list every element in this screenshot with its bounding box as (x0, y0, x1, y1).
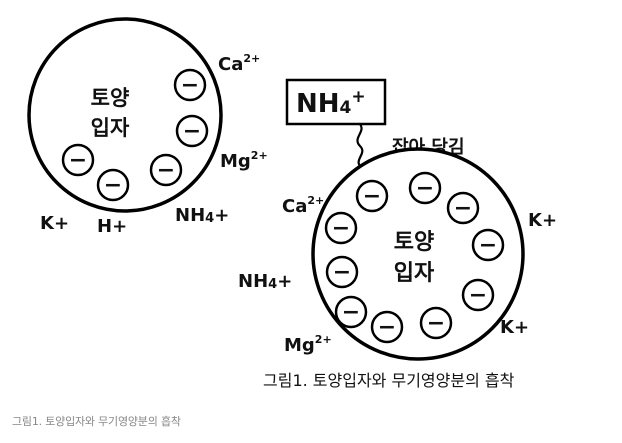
neg-charge: − (325, 255, 359, 289)
figure-caption: 그림1. 토양입자와 무기영양분의 흡착 (263, 371, 515, 390)
svg-text:−: − (469, 283, 487, 308)
svg-text:−: − (427, 311, 445, 336)
neg-charge: − (419, 306, 453, 340)
neg-charge: − (408, 171, 442, 205)
neg-charge: − (471, 228, 505, 262)
particle-right-label-line1: 토양 (394, 230, 434, 255)
svg-text:−: − (104, 173, 122, 198)
caption-below-image: 그림1. 토양입자와 무기영양분의 흡착 (12, 415, 181, 428)
ion-mg-right: Mg2+ (284, 333, 332, 356)
ion-ca-right: Ca2+ (282, 194, 324, 217)
svg-text:−: − (183, 119, 201, 144)
particle-right-label-line2: 입자 (394, 261, 435, 286)
neg-charge: − (175, 114, 209, 148)
svg-text:−: − (69, 148, 87, 173)
svg-text:−: − (181, 73, 199, 98)
ion-k-left: K+ (40, 213, 69, 234)
boxed-ion-frame (285, 78, 387, 126)
ion-ca-left: Ca2+ (218, 52, 260, 75)
svg-text:−: − (454, 196, 472, 221)
svg-text:−: − (416, 176, 434, 201)
neg-charge: − (96, 168, 130, 202)
neg-charge: − (324, 211, 358, 245)
svg-text:−: − (157, 158, 175, 183)
neg-charge: − (61, 143, 95, 177)
svg-text:−: − (333, 260, 351, 285)
neg-charge: − (173, 68, 207, 102)
ion-nh4-right: NH4+ (238, 271, 292, 292)
neg-charge: − (149, 153, 183, 187)
svg-text:−: − (342, 300, 360, 325)
adsorption-diagram: 토양 입자 − − − − − Ca2+ Mg2+ NH4+ K+ H+ NH4… (27, 17, 557, 390)
particle-left-label-line1: 토양 (91, 86, 130, 110)
ion-k-right-top: K+ (528, 210, 557, 231)
boxed-ion-nh4: NH4+ (296, 87, 366, 119)
attraction-wave (356, 123, 364, 169)
neg-charge: − (370, 310, 404, 344)
particle-left-label-line2: 입자 (91, 116, 130, 140)
neg-charge: − (461, 278, 495, 312)
ion-k-right-bottom: K+ (500, 317, 529, 338)
neg-charge: − (355, 179, 389, 213)
svg-text:−: − (479, 233, 497, 258)
neg-charge: − (334, 295, 368, 329)
ion-h-left: H+ (97, 216, 127, 237)
neg-charge: − (446, 191, 480, 225)
svg-text:−: − (363, 184, 381, 209)
svg-text:−: − (332, 216, 350, 241)
ion-nh4-left: NH4+ (175, 205, 229, 226)
svg-text:−: − (378, 315, 396, 340)
ion-mg-left: Mg2+ (220, 149, 268, 172)
